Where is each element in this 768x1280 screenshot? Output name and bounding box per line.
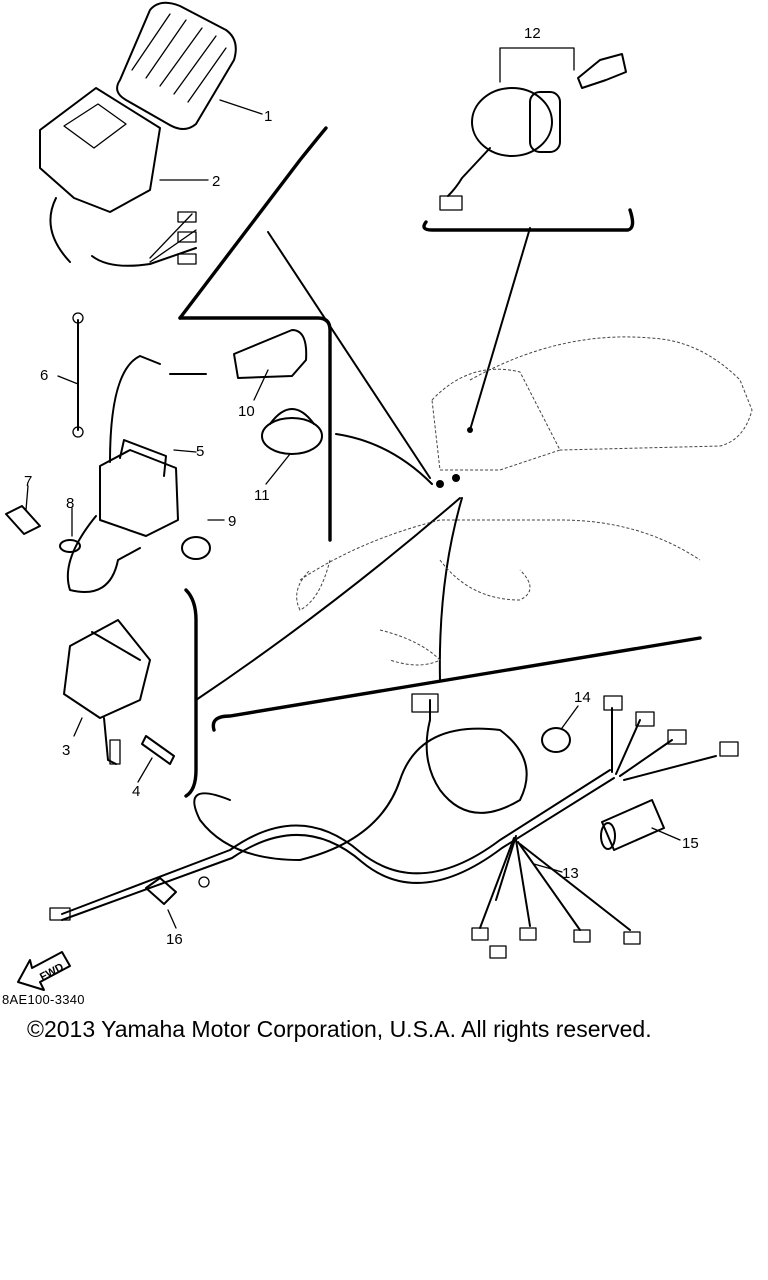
part-label-5: 5 [196, 443, 204, 460]
part-label-4: 4 [132, 783, 140, 800]
part-label-12: 12 [524, 25, 541, 42]
part-label-14: 14 [574, 689, 591, 706]
copyright-notice: ©2013 Yamaha Motor Corporation, U.S.A. A… [27, 1016, 652, 1042]
part-label-13: 13 [562, 865, 579, 882]
part-label-6: 6 [40, 367, 48, 384]
part-14-grommet [541, 727, 571, 753]
leader-lines [195, 227, 531, 701]
part-1-grip [116, 1, 237, 130]
number-leaders [25, 99, 681, 929]
exploded-parts-diagram: 1 2 3 4 5 6 7 8 9 10 11 12 13 14 15 16 F… [5, 1, 753, 991]
part-15-cap [600, 799, 665, 851]
forward-arrow-icon: FWD [17, 951, 71, 991]
fwd-label: FWD [38, 961, 66, 983]
part-5-ignition-coil [66, 329, 308, 593]
part-label-7: 7 [24, 473, 32, 490]
part-7-bolt [5, 505, 41, 535]
part-3-cdi-unit [63, 619, 151, 765]
part-11-plug-cap [261, 408, 323, 455]
part-label-2: 2 [212, 173, 220, 190]
part-label-9: 9 [228, 513, 236, 530]
part-8-washer [59, 539, 81, 553]
part-9-nut [181, 536, 211, 560]
part-label-8: 8 [66, 495, 74, 512]
part-13-wire-harness [49, 693, 739, 959]
part-4-bolt [141, 735, 175, 765]
part-label-3: 3 [62, 742, 70, 759]
part-label-16: 16 [166, 931, 183, 948]
part-label-11: 11 [254, 487, 270, 504]
drawing-code: 8AE100-3340 [2, 992, 85, 1007]
part-label-1: 1 [264, 108, 272, 125]
part-number-labels: 1 2 3 4 5 6 7 8 9 10 11 12 13 14 15 16 [24, 25, 699, 948]
part-12-main-switch [439, 47, 627, 211]
part-16-clamp [145, 876, 210, 905]
part-6-ground-lead [72, 312, 84, 438]
part-2-switch-housing [39, 87, 197, 267]
part-label-10: 10 [238, 403, 255, 420]
part-label-15: 15 [682, 835, 699, 852]
chassis-outline [296, 336, 753, 666]
